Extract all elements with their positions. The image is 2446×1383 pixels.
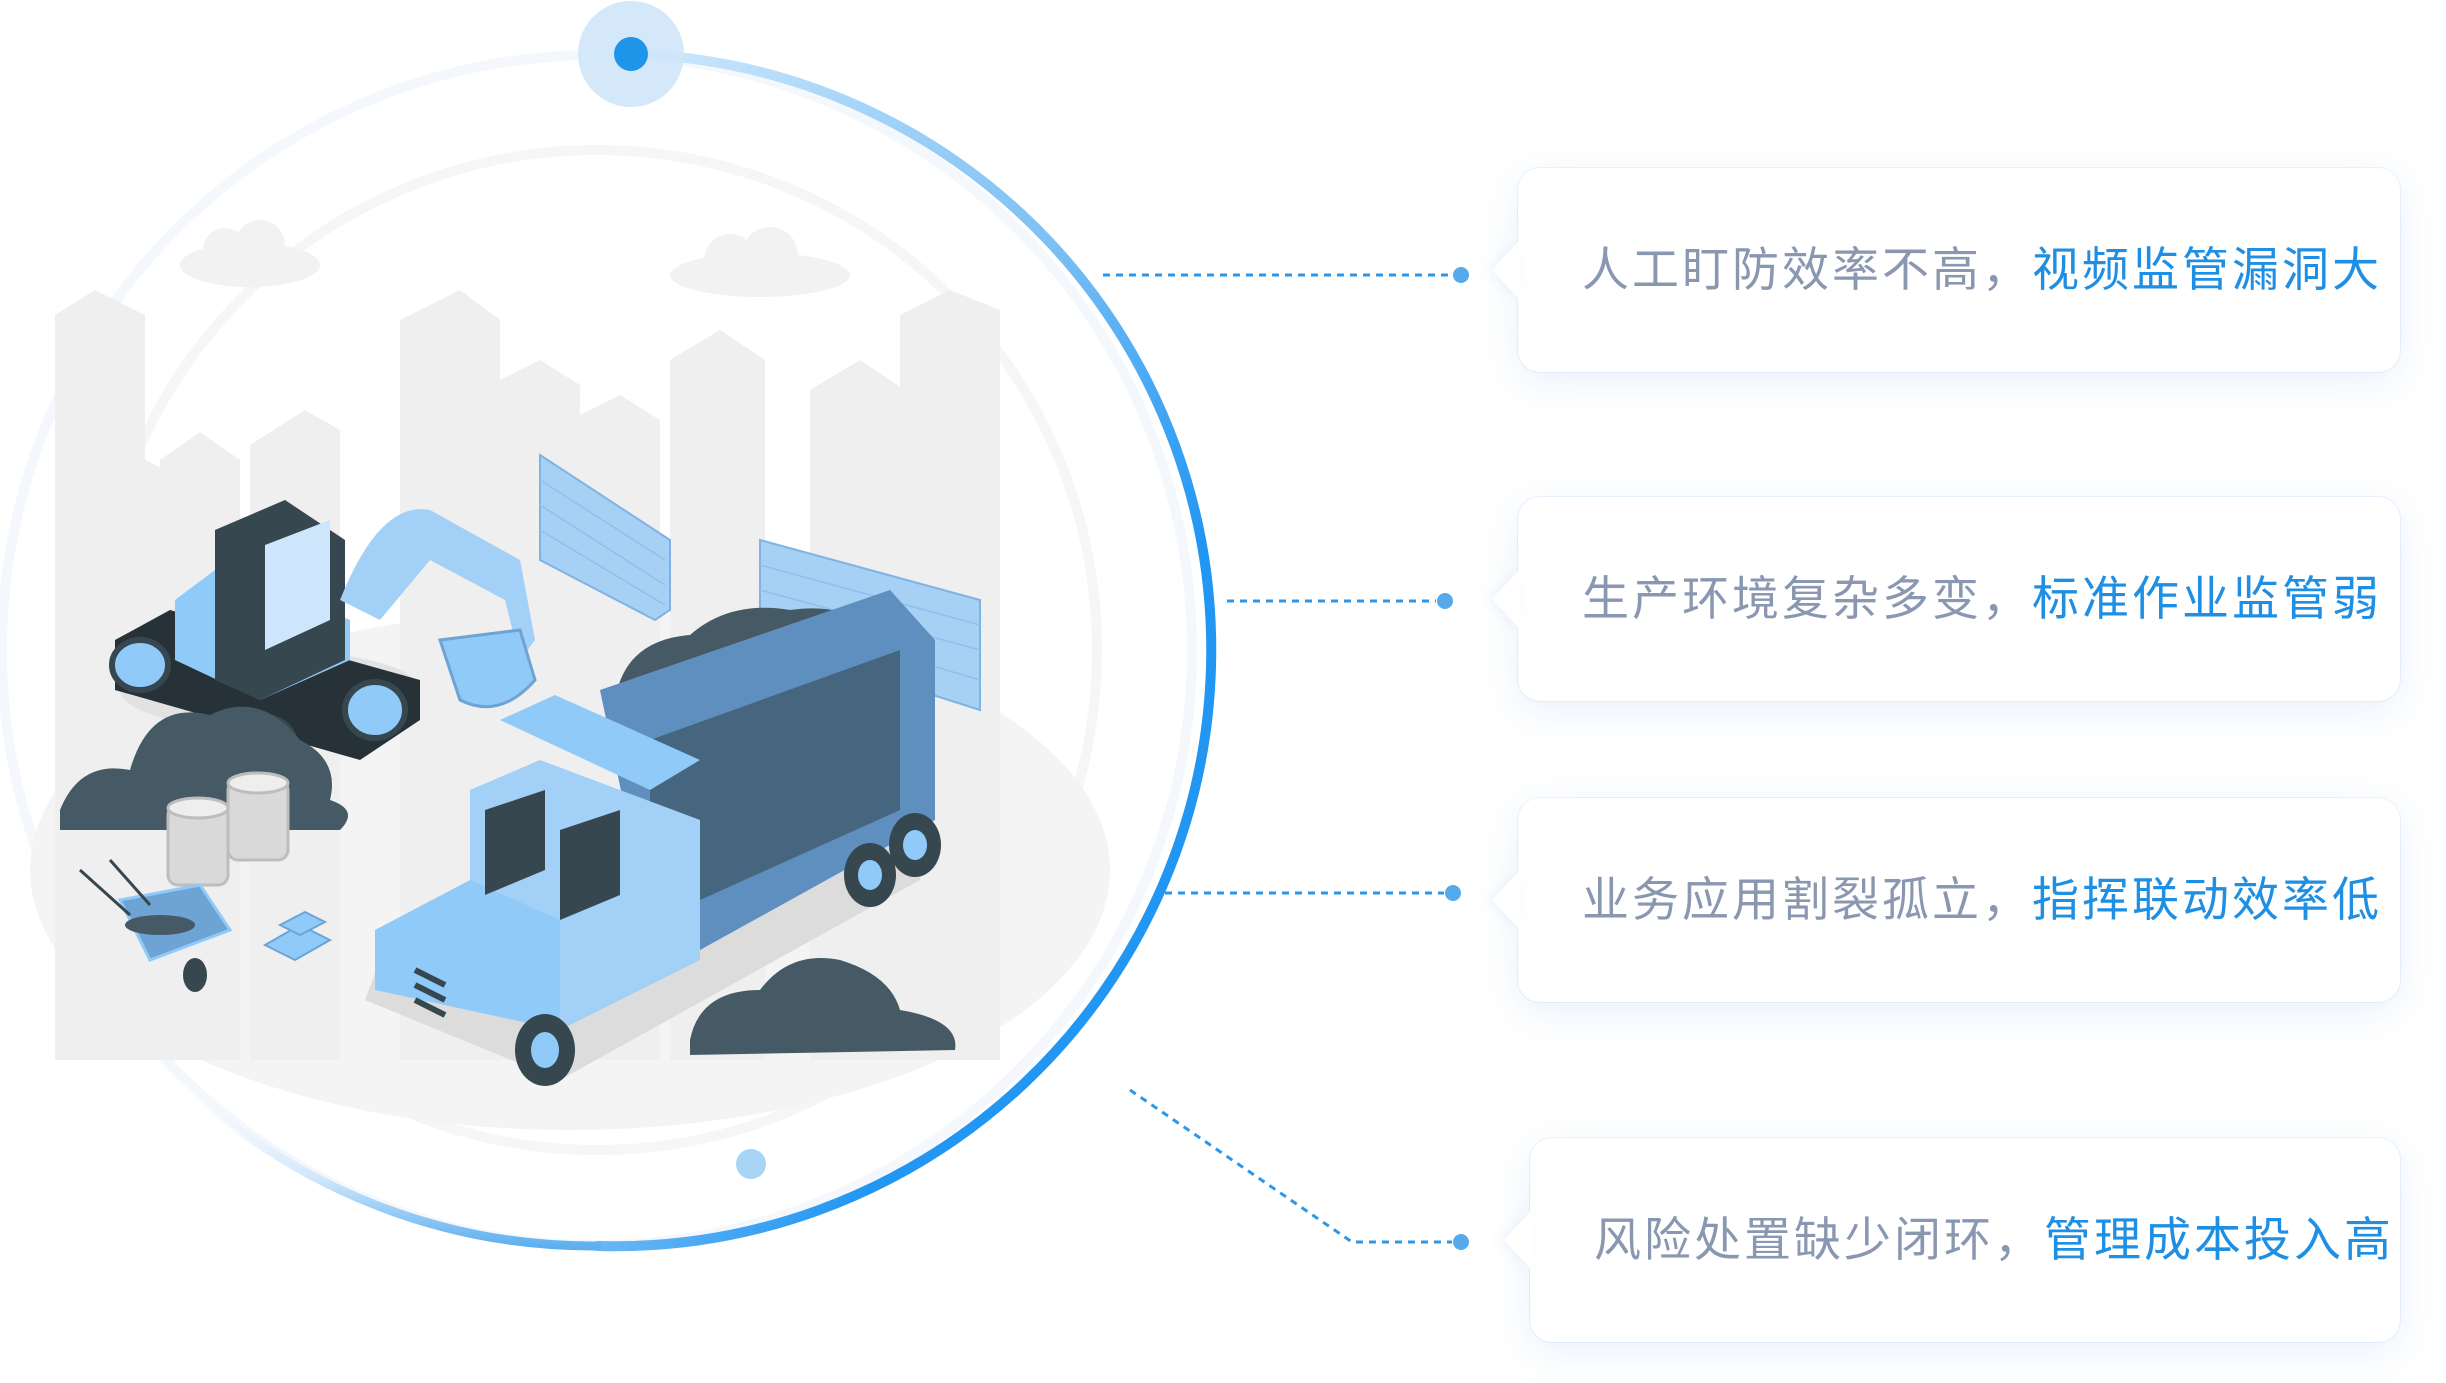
problem-highlight: 管理成本投入高 — [2044, 1212, 2394, 1268]
problem-card-3: 业务应用割裂孤立，指挥联动效率低 — [1518, 798, 2400, 1002]
problem-card-4: 风险处置缺少闭环，管理成本投入高 — [1530, 1138, 2400, 1342]
problem-lead: 人工盯防效率不高， — [1582, 242, 2032, 298]
problem-lead: 风险处置缺少闭环， — [1594, 1212, 2044, 1268]
connector-dots — [1437, 267, 1469, 1250]
problem-card-2: 生产环境复杂多变，标准作业监管弱 — [1518, 497, 2400, 701]
connector-dot-icon — [1445, 885, 1461, 901]
problem-highlight: 标准作业监管弱 — [2032, 571, 2382, 627]
problem-card-1: 人工盯防效率不高，视频监管漏洞大 — [1518, 168, 2400, 372]
connectors — [1103, 273, 1452, 1244]
bricks — [262, 910, 333, 962]
problem-lead: 业务应用割裂孤立， — [1582, 872, 2032, 928]
main-ring — [175, 49, 1217, 1252]
wheelbarrow — [78, 859, 233, 992]
connector-dot-icon — [1453, 267, 1469, 283]
problem-highlight: 视频监管漏洞大 — [2032, 242, 2382, 298]
problem-text: 业务应用割裂孤立，指挥联动效率低 — [1582, 877, 2382, 924]
problem-highlight: 指挥联动效率低 — [2032, 872, 2382, 928]
problem-text: 风险处置缺少闭环，管理成本投入高 — [1594, 1217, 2394, 1264]
problem-lead: 生产环境复杂多变， — [1582, 571, 2032, 627]
problem-text: 生产环境复杂多变，标准作业监管弱 — [1582, 576, 2382, 623]
connector-line-4 — [1129, 1088, 1452, 1244]
ring-top-dot-icon — [578, 1, 684, 107]
connector-dot-icon — [1453, 1234, 1469, 1250]
clouds — [180, 220, 850, 297]
problem-text: 人工盯防效率不高，视频监管漏洞大 — [1582, 247, 2382, 294]
dump-truck — [365, 590, 941, 1086]
oil-barrels — [166, 771, 290, 887]
ring-bottom-dot-icon — [736, 1149, 766, 1179]
connector-dot-icon — [1437, 593, 1453, 609]
